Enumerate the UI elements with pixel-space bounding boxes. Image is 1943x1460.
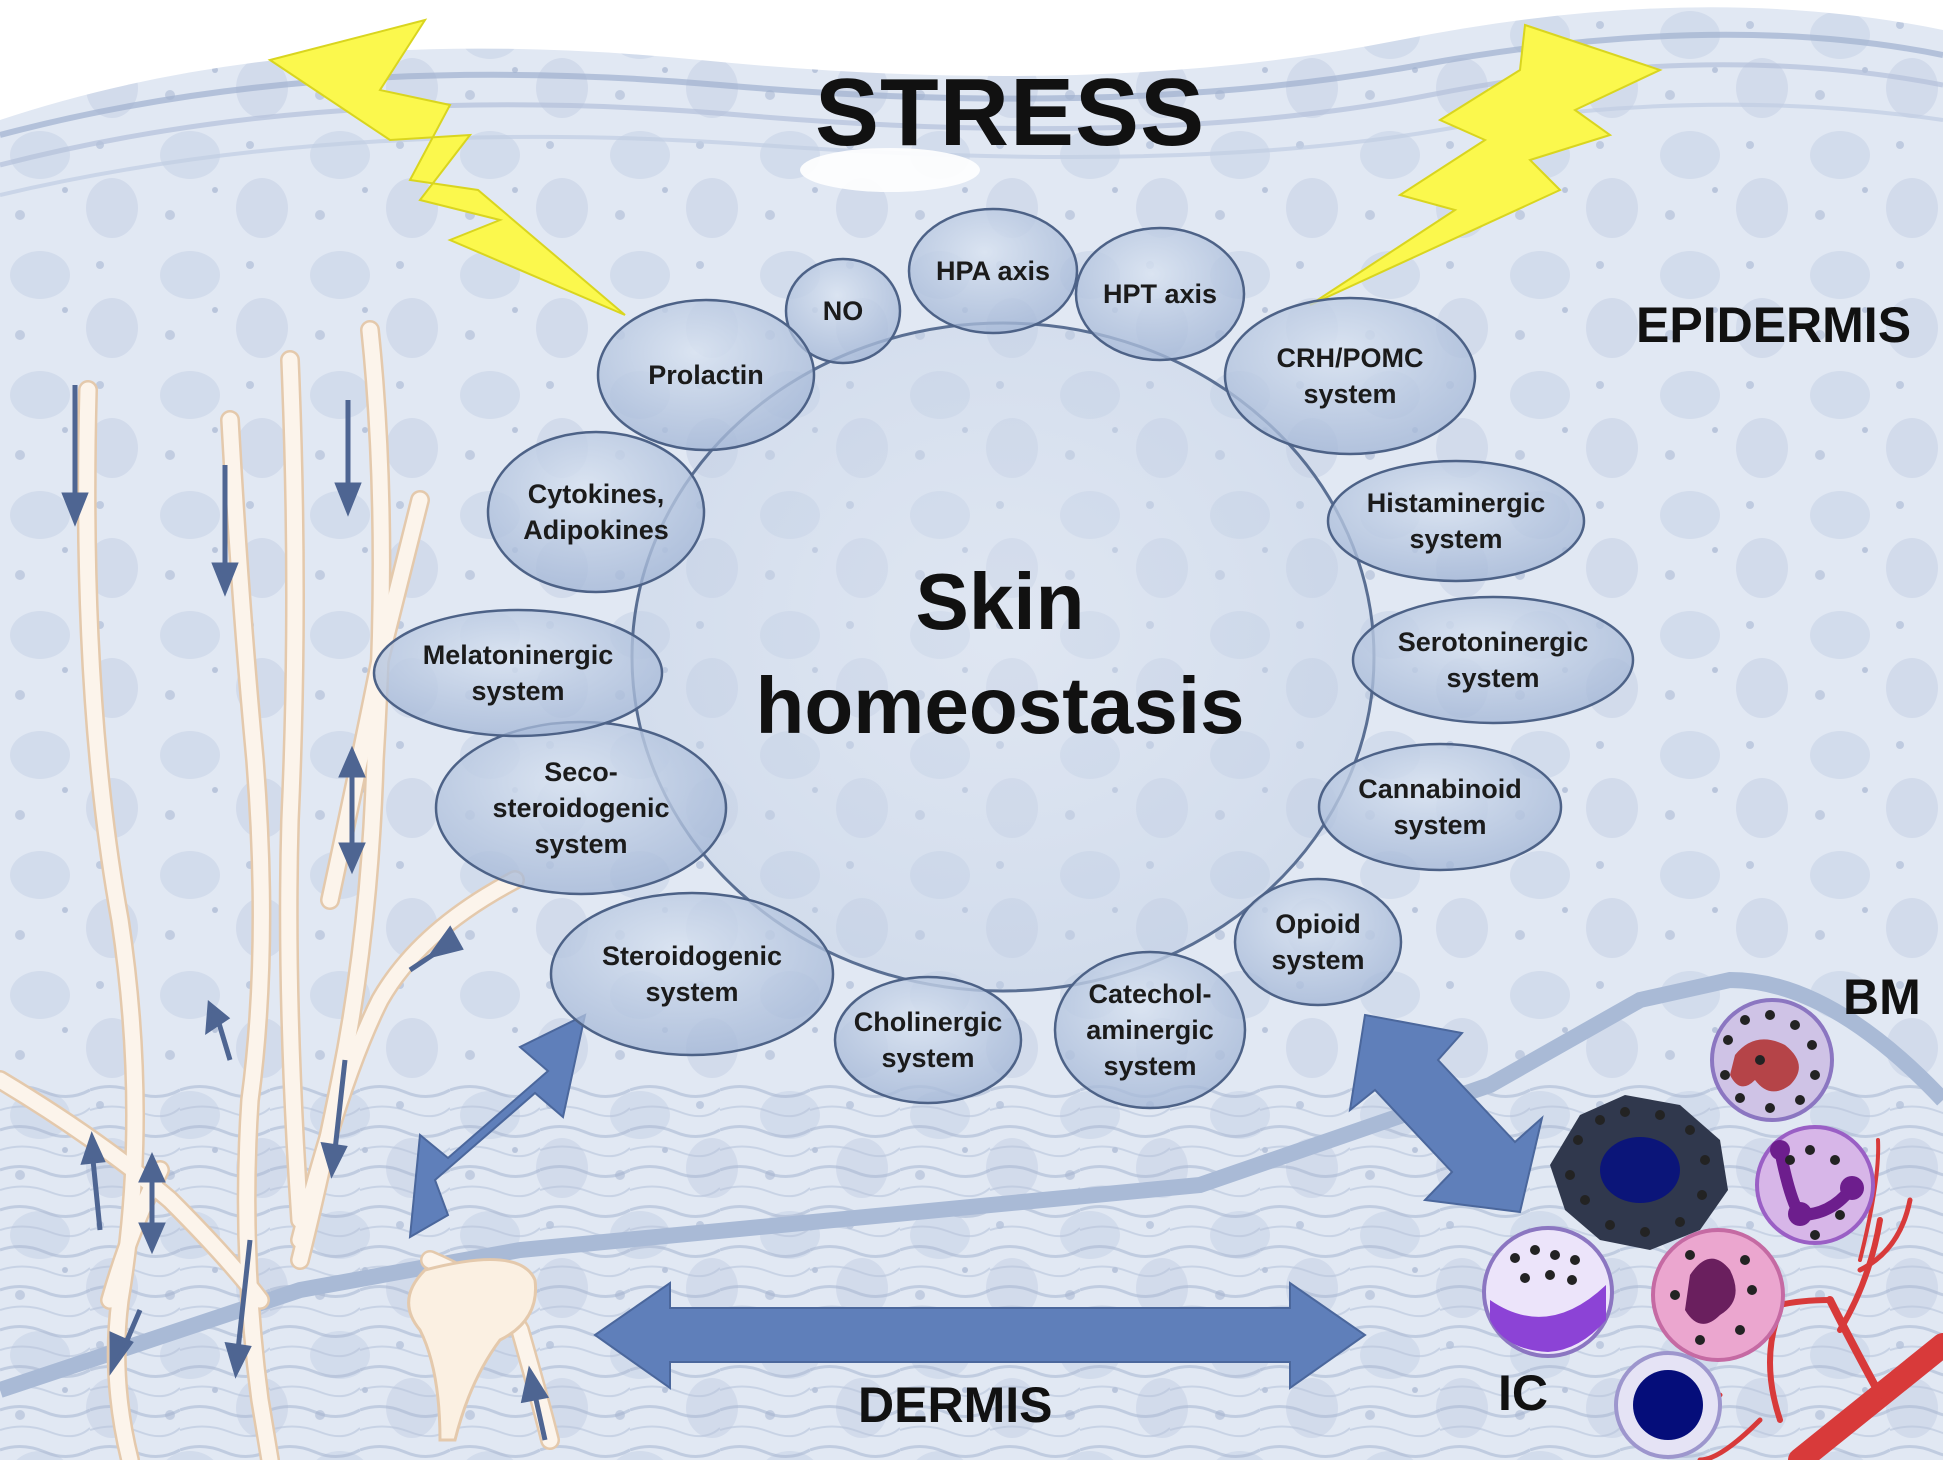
bubble-opioid: [1233, 877, 1403, 1007]
system-bubbles: [372, 207, 1635, 1110]
stress-title: STRESS: [815, 59, 1206, 166]
bubble-no: [784, 257, 902, 365]
label-crh-pomc: CRH/POMC system: [1276, 343, 1424, 409]
label-hpa-axis: HPA axis: [935, 256, 1051, 286]
label-catecholaminergic: Catechol- aminergic system: [1086, 979, 1214, 1081]
dermis-label: DERMIS: [858, 1377, 1053, 1433]
label-steroidogenic: Steroidogenic system: [601, 941, 783, 1007]
bubble-prolactin: [596, 298, 816, 452]
skin-homeostasis-label: Skin homeostasis: [755, 557, 1245, 750]
label-hpt-axis: HPT axis: [1102, 279, 1218, 309]
bubble-histaminergic: [1326, 459, 1586, 583]
bubble-catecholaminergic: [1053, 950, 1247, 1110]
lightning-bolt-icon: [267, 18, 626, 316]
bubble-serotoninergic: [1351, 595, 1635, 725]
bubble-crh-pomc: [1223, 296, 1477, 456]
label-cholinergic: Cholinergic system: [853, 1007, 1003, 1073]
label-cytokines-adipokines: Cytokines, Adipokines: [523, 479, 669, 545]
bubble-steroidogenic: [549, 891, 835, 1057]
label-cannabinoid: Cannabinoid system: [1358, 774, 1522, 840]
basement-membrane-label: BM: [1843, 969, 1921, 1025]
nerve-signal-arrows: [61, 385, 550, 1441]
immune-cell-icon: [1482, 998, 1943, 1460]
immune-cells-label: IC: [1498, 1365, 1548, 1421]
bubble-cholinergic: [833, 975, 1023, 1105]
bubble-melatoninergic: [372, 608, 664, 738]
bubble-hpt-axis: [1074, 226, 1246, 362]
label-no: NO: [822, 296, 864, 326]
basement-membrane-line: [0, 971, 1943, 1398]
label-opioid: Opioid system: [1271, 909, 1365, 975]
label-seco-steroidogenic: Seco- steroidogenic system: [492, 757, 670, 859]
label-melatoninergic: Melatoninergic system: [422, 640, 614, 706]
epidermis-label: EPIDERMIS: [1636, 297, 1912, 353]
label-serotoninergic: Serotoninergic system: [1397, 627, 1589, 693]
label-prolactin: Prolactin: [648, 360, 764, 390]
bubble-hpa-axis: [907, 207, 1079, 335]
skin-surface: [0, 0, 1943, 120]
bubble-cannabinoid: [1317, 742, 1563, 872]
bubble-cytokines-adipokines: [486, 430, 706, 594]
double-arrow-icon: [408, 1013, 1544, 1390]
label-histaminergic: Histaminergic system: [1366, 488, 1546, 554]
